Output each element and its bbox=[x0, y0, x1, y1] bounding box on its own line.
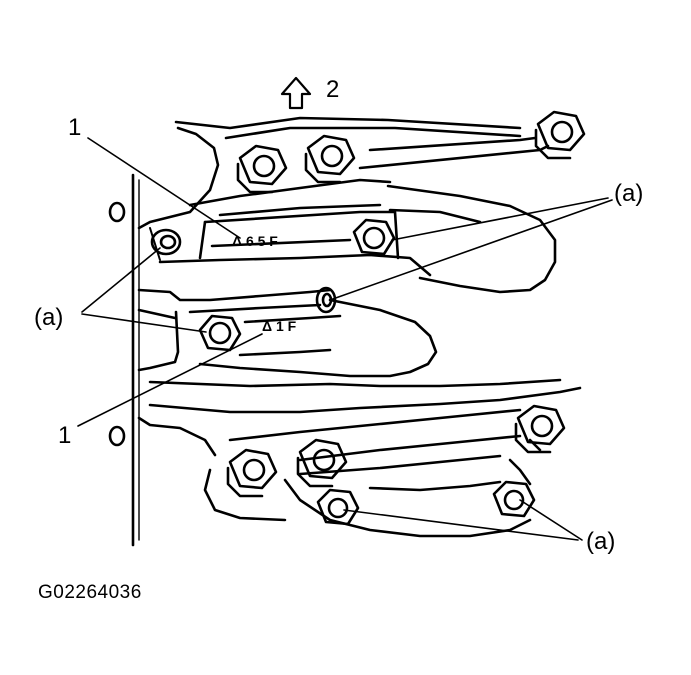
bolt-top-left bbox=[236, 144, 288, 194]
lower-bearing-cap bbox=[137, 288, 582, 414]
callout-2-arrow: 2 bbox=[326, 76, 340, 103]
callout-a-left: (a) bbox=[34, 304, 64, 331]
cap-mark-lower: Δ 1 F bbox=[262, 318, 297, 334]
bolt-bottom-cap-right bbox=[492, 480, 536, 518]
bolt-bottom-middle bbox=[296, 438, 348, 488]
callout-a-lower-right: (a) bbox=[586, 528, 616, 555]
callout-1-upper: 1 bbox=[68, 114, 82, 141]
bottom-housing bbox=[137, 408, 542, 538]
callout-1-lower: 1 bbox=[58, 422, 72, 449]
bolt-top-middle bbox=[304, 134, 356, 184]
bolt-cap-lower-left bbox=[198, 314, 242, 352]
bolt-bottom-cap-left bbox=[316, 488, 360, 526]
bolt-cap-upper-left bbox=[150, 228, 182, 256]
figure-code: G02264036 bbox=[38, 582, 142, 603]
upper-bearing-cap bbox=[198, 210, 400, 260]
block-edge bbox=[108, 173, 140, 547]
bolt-bottom-left bbox=[226, 448, 278, 498]
leader-lines bbox=[77, 137, 613, 541]
bolt-bottom-right bbox=[514, 404, 566, 454]
bolt-top-right bbox=[534, 110, 586, 160]
front-arrow-icon bbox=[280, 76, 312, 110]
cap-mark-upper: Δ 6 5 F bbox=[232, 233, 278, 249]
bolt-cap-upper-right bbox=[352, 218, 396, 256]
callout-a-upper-right: (a) bbox=[614, 180, 644, 207]
